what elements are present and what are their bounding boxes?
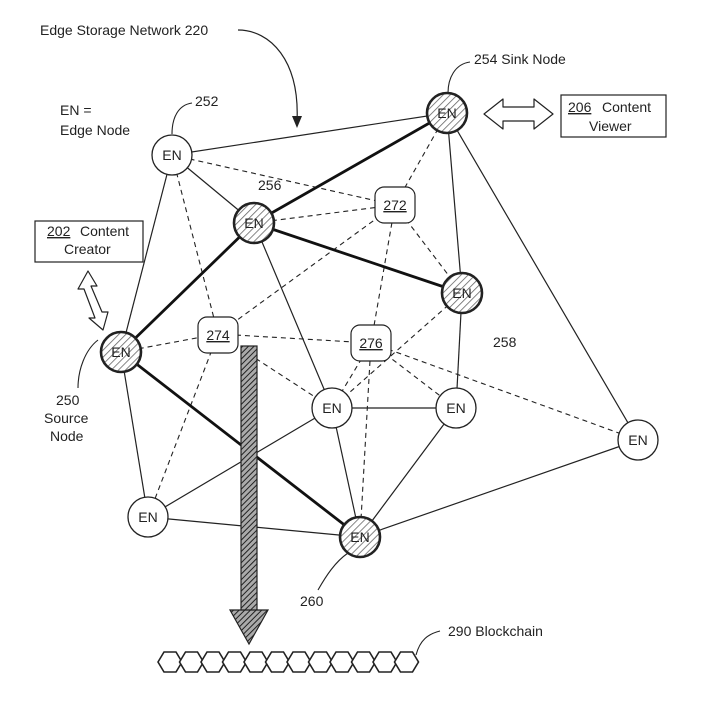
label-sink-node: 254 Sink Node (474, 51, 566, 67)
viewer-line2: Viewer (589, 118, 632, 134)
blockchain-block (393, 651, 420, 673)
creator-number: 202 (47, 223, 71, 239)
label-source-line1: Source (44, 410, 89, 426)
edge-node-label: EN (138, 509, 157, 525)
edge-node-label: EN (244, 215, 263, 231)
source-node-250: EN (99, 330, 143, 374)
blockchain-chain (157, 651, 420, 673)
edge-node-label: EN (322, 400, 341, 416)
edge-node-label: EN (628, 432, 647, 448)
viewer-number: 206 (568, 99, 592, 115)
label-252: 252 (195, 93, 219, 109)
edge-node-label: EN (350, 529, 369, 545)
viewer-line1: Content (602, 99, 651, 115)
network-title: Edge Storage Network 220 (40, 22, 208, 38)
edge-node-258: EN (440, 271, 484, 315)
edge-node-mid-right: EN (435, 387, 477, 429)
blockchain-block (243, 651, 269, 673)
edge-node-far-right: EN (617, 419, 659, 461)
label-260: 260 (300, 593, 324, 609)
label-256: 256 (258, 177, 282, 193)
leader-lines (77, 61, 471, 656)
block-272: 272 (374, 186, 416, 224)
edge-node-260: EN (338, 515, 382, 559)
edge-node-256: EN (232, 201, 276, 245)
edge-node-label: EN (162, 147, 181, 163)
sink-node-254: EN (425, 91, 469, 135)
blockchain-block (329, 651, 355, 673)
block-272-label: 272 (383, 197, 407, 213)
blockchain-block (157, 651, 183, 673)
blockchain-block (372, 651, 398, 673)
legend-line2: Edge Node (60, 122, 130, 138)
blockchain-block (200, 651, 226, 673)
edge-node-mid-left: EN (311, 387, 353, 429)
block-276-label: 276 (359, 335, 383, 351)
edge-node-label: EN (446, 400, 465, 416)
edge-node-label: EN (437, 105, 456, 121)
creator-line2: Creator (64, 241, 111, 257)
edge-node-bottom-left: EN (127, 496, 169, 538)
blockchain-block (286, 651, 312, 673)
content-creator-box: 202 Content Creator (34, 220, 144, 263)
label-source-number: 250 (56, 392, 80, 408)
creator-double-arrow (77, 270, 109, 331)
label-source-line2: Node (50, 428, 84, 444)
blockchain-block (307, 651, 334, 673)
label-258: 258 (493, 334, 517, 350)
label-blockchain: 290 Blockchain (448, 623, 543, 639)
legend-line1: EN = (60, 102, 92, 118)
dashed-edges (120, 112, 639, 538)
blockchain-block (221, 651, 248, 673)
viewer-double-arrow (483, 98, 554, 130)
block-274: 274 (197, 316, 239, 354)
network-title-arrow (237, 29, 298, 123)
creator-line1: Content (80, 223, 129, 239)
blockchain-block (178, 651, 205, 673)
commit-to-blockchain-arrow (228, 345, 270, 646)
edge-node-label: EN (452, 285, 471, 301)
content-viewer-box: 206 Content Viewer (560, 94, 667, 138)
block-274-label: 274 (206, 327, 230, 343)
edge-node-label: EN (111, 344, 130, 360)
blockchain-block (350, 651, 377, 673)
block-276: 276 (350, 324, 392, 362)
edge-node-252: EN (151, 134, 193, 176)
network-title-arrowhead (292, 116, 302, 128)
blockchain-block (264, 651, 291, 673)
